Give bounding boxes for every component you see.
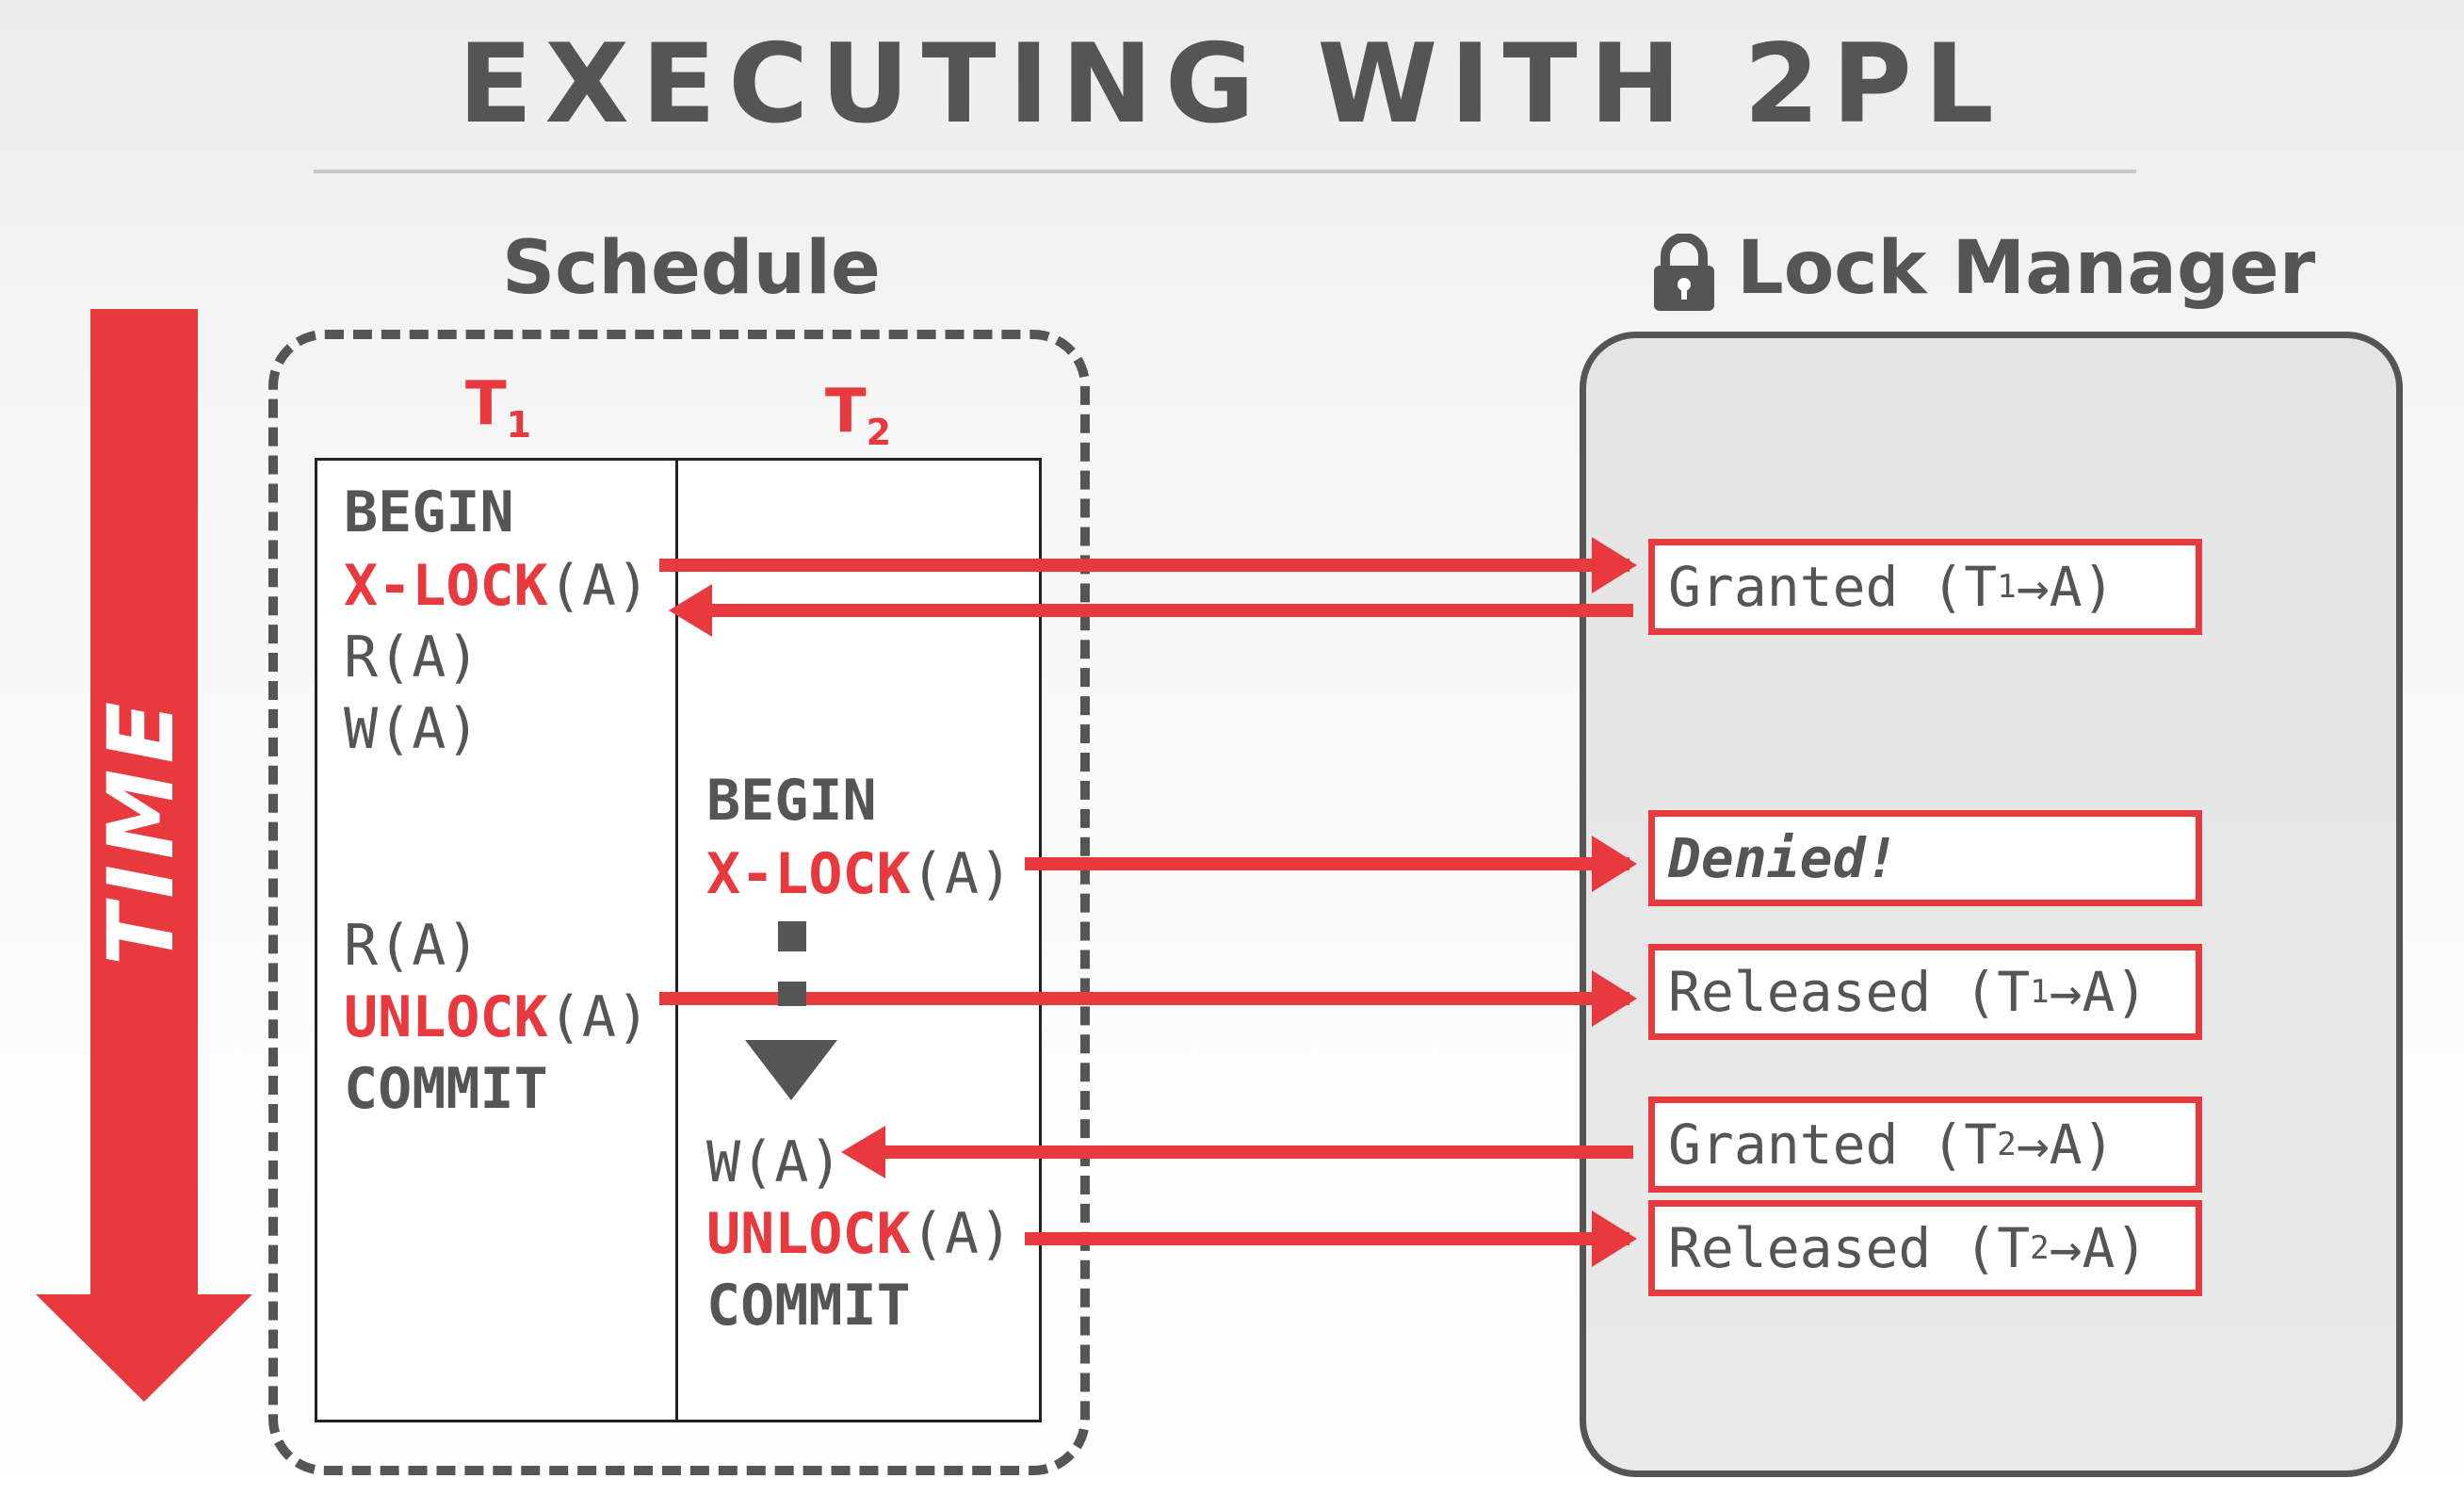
arrow-t1-unlock — [659, 970, 1637, 1027]
t1-write-1: W(A) — [344, 696, 480, 762]
lock-icon — [1654, 234, 1714, 311]
arrow-t1-grant — [669, 584, 1633, 637]
t1-read-1: R(A) — [344, 625, 480, 691]
schedule-table — [315, 458, 1042, 1422]
t1-unlock: UNLOCK(A) — [344, 984, 651, 1050]
msg-denied: Denied! — [1648, 810, 2202, 906]
arrow-t2-grant — [841, 1126, 1633, 1178]
t1-begin: BEGIN — [344, 479, 514, 545]
t2-begin: BEGIN — [706, 768, 877, 834]
t1-xlock: X-LOCK(A) — [344, 553, 651, 619]
t2-xlock: X-LOCK(A) — [706, 841, 1013, 907]
wait-indicator — [745, 921, 837, 1100]
t2-write: W(A) — [706, 1129, 843, 1195]
schedule-title: Schedule — [502, 226, 881, 311]
t1-header: T1 — [465, 369, 532, 446]
arrow-t2-xlock-request — [1025, 836, 1637, 892]
title-divider — [314, 170, 2136, 173]
page-title: EXECUTING WITH 2PL — [458, 21, 2006, 148]
schedule-box — [268, 330, 1090, 1475]
t2-commit: COMMIT — [706, 1273, 911, 1339]
arrow-t1-xlock-request — [659, 537, 1637, 593]
t2-header: T2 — [825, 377, 892, 453]
column-divider — [675, 458, 678, 1422]
t2-unlock: UNLOCK(A) — [706, 1201, 1013, 1267]
lock-manager-title: Lock Manager — [1737, 226, 2316, 311]
arrow-t2-unlock — [1025, 1210, 1637, 1267]
t1-read-2: R(A) — [344, 913, 480, 979]
t1-commit: COMMIT — [344, 1056, 548, 1122]
